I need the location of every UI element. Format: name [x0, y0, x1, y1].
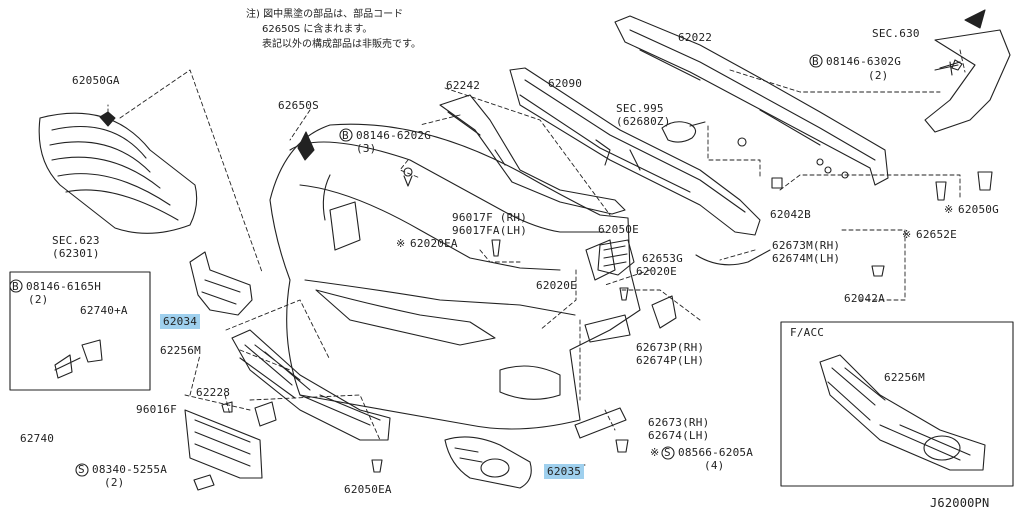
callout-08340-5255A-qty: (2): [104, 476, 125, 489]
bumper-reinforcement: [509, 67, 761, 236]
fog-bezel: [444, 436, 532, 489]
callout-62674[interactable]: 62674(LH): [648, 429, 710, 442]
note-line-2: 62650S に含まれます。: [262, 24, 373, 35]
callout-08146-6165H-qty: (2): [28, 293, 49, 306]
inset-bolt-box: [9, 271, 151, 391]
diagram-code: J62000PN: [930, 496, 990, 510]
star-08566: ※: [650, 446, 660, 459]
callout-08566-6205A[interactable]: 08566-6205A: [678, 446, 754, 459]
marker-b-1: B: [812, 55, 819, 68]
callout-62256M[interactable]: 62256M: [160, 344, 201, 357]
callout-62228[interactable]: 62228: [196, 386, 231, 399]
note-line-3: 表記以外の構成部品は非販売です。: [262, 39, 421, 50]
note-line-1: 注) 図中黒塗の部品は、部品コード: [246, 9, 404, 20]
star-62050G: ※: [944, 203, 954, 216]
fasteners: [54, 59, 993, 491]
callout-62673P[interactable]: 62673P(RH): [636, 341, 705, 354]
callout-08146-6165H[interactable]: 08146-6165H: [26, 280, 102, 293]
side-bracket: [924, 9, 1011, 133]
callout-62673M[interactable]: 62673M(RH): [772, 239, 841, 252]
facc-title: F/ACC: [790, 326, 825, 339]
callout-62050EA[interactable]: 62050EA: [344, 483, 392, 496]
callout-62653G[interactable]: 62653G: [642, 252, 683, 265]
callout-62035[interactable]: 62035: [544, 464, 585, 479]
callout-62034[interactable]: 62034: [160, 314, 201, 329]
callout-62090[interactable]: 62090: [548, 77, 583, 90]
callout-62050G[interactable]: 62050G: [958, 203, 999, 216]
side-parts: [574, 239, 771, 439]
callout-sec623-ref: (62301): [52, 247, 100, 260]
callout-62042B[interactable]: 62042B: [770, 208, 811, 221]
callout-sec995[interactable]: SEC.995: [616, 102, 664, 115]
upper-grille: [38, 111, 198, 234]
callout-62034-text[interactable]: 62034: [160, 314, 201, 329]
callout-62020E-a[interactable]: 62020E: [636, 265, 677, 278]
callout-62740[interactable]: 62740: [20, 432, 55, 445]
marker-b-2: B: [342, 129, 349, 142]
callout-62650S[interactable]: 62650S: [278, 99, 319, 112]
marker-b-3: B: [12, 280, 19, 293]
lower-grille: [231, 329, 391, 441]
callout-62020E-b[interactable]: 62020E: [536, 279, 577, 292]
callout-sec623[interactable]: SEC.623: [52, 234, 100, 247]
callout-62050E[interactable]: 62050E: [598, 223, 639, 236]
callout-sec995-ref: (62680Z): [616, 115, 671, 128]
inner-bracket-62034: [189, 251, 253, 316]
callout-62652E[interactable]: 62652E: [916, 228, 957, 241]
energy-absorber: [614, 15, 889, 186]
marker-s-2: S: [664, 446, 671, 459]
callout-62242[interactable]: 62242: [446, 79, 481, 92]
facc-inset-box: [780, 321, 1014, 487]
callout-62674P[interactable]: 62674P(LH): [636, 354, 705, 367]
upper-bracket: [403, 94, 626, 215]
callout-62674M[interactable]: 62674M(LH): [772, 252, 841, 265]
callout-62035-text[interactable]: 62035: [544, 464, 585, 479]
bumper-fascia: [269, 123, 641, 430]
callout-96017F[interactable]: 96017F (RH): [452, 211, 528, 224]
callout-08146-6202G-qty: (3): [356, 142, 377, 155]
callout-96016F[interactable]: 96016F: [136, 403, 177, 416]
callout-08566-6205A-qty: (4): [704, 459, 725, 472]
callout-96017FA[interactable]: 96017FA(LH): [452, 224, 528, 237]
callout-62042A[interactable]: 62042A: [844, 292, 885, 305]
license-bracket: [184, 401, 277, 479]
star-62652E: ※: [902, 228, 912, 241]
callout-08146-6202G[interactable]: 08146-6202G: [356, 129, 432, 142]
callout-62050GA[interactable]: 62050GA: [72, 74, 120, 87]
callout-62673[interactable]: 62673(RH): [648, 416, 710, 429]
star-62020EA: ※: [396, 237, 406, 250]
callout-facc-62256M[interactable]: 62256M: [884, 371, 925, 384]
callout-62020EA[interactable]: 62020EA: [410, 237, 458, 250]
callout-62740-A[interactable]: 62740+A: [80, 304, 128, 317]
callout-08146-6302G-qty: (2): [868, 69, 889, 82]
callout-62022[interactable]: 62022: [678, 31, 713, 44]
marker-s-1: S: [78, 463, 85, 476]
callout-08340-5255A[interactable]: 08340-5255A: [92, 463, 168, 476]
callout-08146-6302G[interactable]: 08146-6302G: [826, 55, 902, 68]
callout-sec630[interactable]: SEC.630: [872, 27, 920, 40]
